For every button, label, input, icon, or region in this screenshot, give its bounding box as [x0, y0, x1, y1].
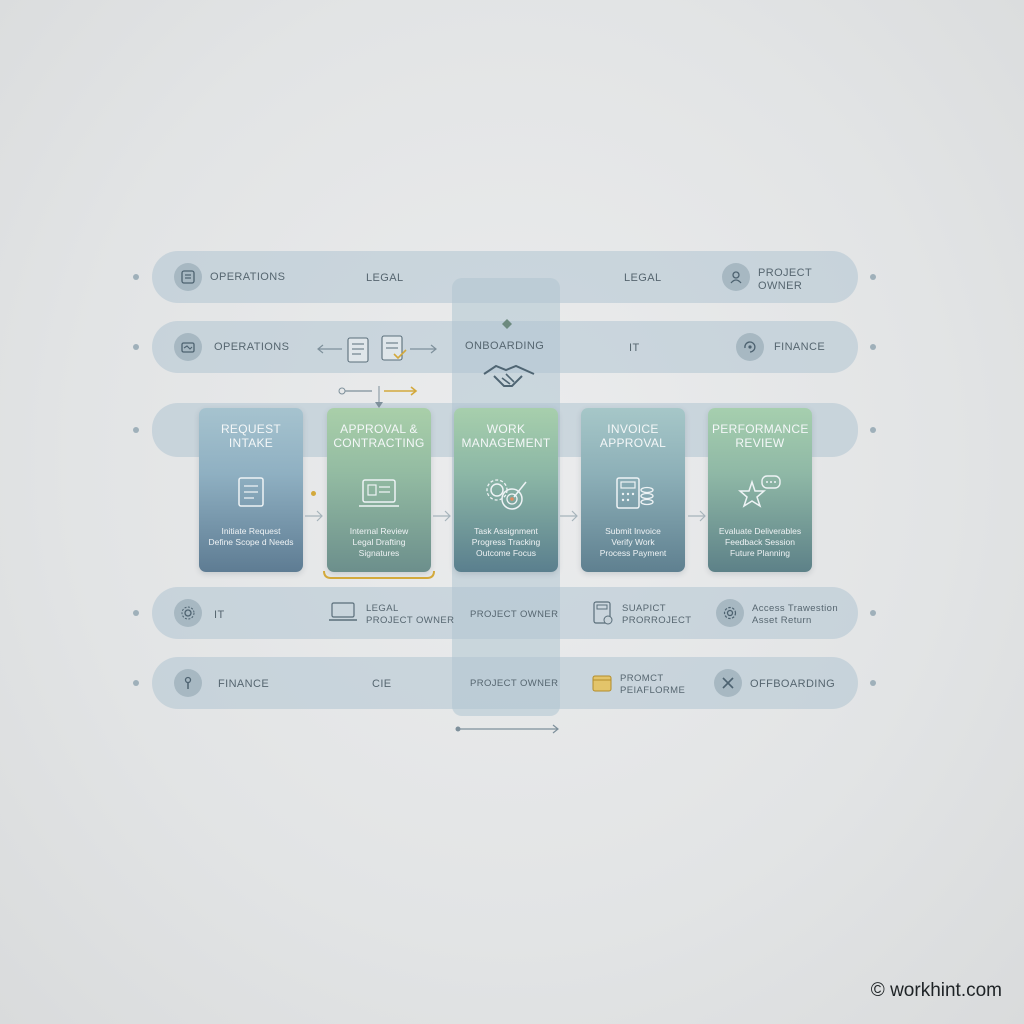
- lane-label: IT: [629, 342, 640, 354]
- lane-label: LEGAL: [624, 272, 662, 284]
- card-line: Progress Tracking: [471, 537, 541, 547]
- lane-label: PROJECT OWNER: [470, 609, 559, 620]
- card-line: Signatures: [358, 548, 400, 558]
- stage-card-performance-review[interactable]: PERFORMANCE REVIEW Evaluate Deliverables…: [708, 408, 812, 572]
- lane-dot: [133, 680, 139, 686]
- gold-bracket: [322, 568, 436, 586]
- stage-card-request-intake[interactable]: REQUEST INTAKE Initiate Request Define S…: [199, 408, 303, 572]
- lane-dot: [133, 610, 139, 616]
- gear-target-icon: [480, 474, 532, 514]
- handshake-icon: [482, 360, 536, 399]
- stage-card-invoice-approval[interactable]: INVOICE APPROVAL Submit Invoice Verify W…: [581, 408, 685, 572]
- gear-icon: [174, 599, 202, 627]
- lane-label: IT: [214, 609, 225, 621]
- lane-label: OFFBOARDING: [750, 678, 836, 690]
- lane-label: FINANCE: [218, 678, 270, 690]
- settings-icon: [716, 599, 744, 627]
- swimlane-5: FINANCE CIE PROJECT OWNER PROMCT PEIAFLO…: [152, 657, 858, 709]
- flow-arrow: [560, 508, 580, 529]
- flow-arrow: [305, 508, 325, 529]
- card-title: INVOICE APPROVAL: [599, 422, 667, 450]
- calculator-icon: [592, 600, 614, 631]
- flow-arrow: [688, 508, 708, 529]
- lane-label: LEGAL: [366, 272, 404, 284]
- lane-dot: [133, 344, 139, 350]
- card-line: Task Assignment: [474, 526, 538, 536]
- watermark: © workhint.com: [870, 980, 1002, 1001]
- lane-dot: [870, 427, 876, 433]
- person-badge-icon: [722, 263, 750, 291]
- card-line: Outcome Focus: [476, 548, 536, 558]
- lane-dot: [870, 344, 876, 350]
- card-line: Feedback Session: [725, 537, 795, 547]
- lane-label: ONBOARDING: [465, 340, 545, 352]
- lane-label: PROJECT OWNER: [470, 678, 559, 689]
- card-title: PERFORMANCE REVIEW: [712, 422, 809, 450]
- lane-label: PEIAFLORME: [620, 685, 686, 696]
- bottom-flow-arrow: [454, 722, 564, 740]
- card-line: Process Payment: [599, 548, 667, 558]
- lane-label: CIE: [372, 678, 392, 690]
- lane-dot: [133, 274, 139, 280]
- swimlane-2: OPERATIONS ONBOARDING IT FINANCE: [152, 321, 858, 373]
- laptop-contract-icon: [353, 474, 405, 514]
- card-line: Evaluate Deliverables: [718, 526, 802, 536]
- folder-icon: [174, 333, 202, 361]
- lane-label: FINANCE: [774, 341, 826, 353]
- stage-card-approval-contracting[interactable]: APPROVAL & CONTRACTING Internal Review L…: [327, 408, 431, 572]
- lane-dot: [133, 427, 139, 433]
- card-title: APPROVAL & CONTRACTING: [333, 422, 425, 450]
- card-title: WORK MANAGEMENT: [461, 422, 551, 450]
- gold-dot: [311, 491, 316, 496]
- tools-icon: [714, 669, 742, 697]
- finance-person-icon: [174, 669, 202, 697]
- documents-flow-icon: [316, 334, 440, 369]
- lane-label: LEGAL: [366, 603, 399, 614]
- star-chat-icon: [734, 474, 786, 514]
- cycle-icon: [736, 333, 764, 361]
- lane-label: PROMCT: [620, 673, 664, 684]
- card-line: Verify Work: [611, 537, 655, 547]
- lane-label: SUAPICT: [622, 603, 666, 614]
- grid-icon: [174, 263, 202, 291]
- lane-dot: [870, 680, 876, 686]
- card-line: Submit Invoice: [605, 526, 661, 536]
- lane-label: Asset Return: [752, 615, 812, 626]
- card-title: REQUEST INTAKE: [220, 422, 282, 450]
- calculator-coins-icon: [607, 474, 659, 514]
- stage-card-work-management[interactable]: WORK MANAGEMENT Task Assignment Progress…: [454, 408, 558, 572]
- card-line: Legal Drafting: [352, 537, 406, 547]
- lane-label: PROJECT: [758, 267, 813, 279]
- lane-label: OPERATIONS: [214, 341, 290, 353]
- connector-arrows: [336, 384, 426, 419]
- lane-label: Access Trawestion: [752, 603, 838, 614]
- calendar-icon: [592, 673, 612, 698]
- card-line: Initiate Request: [221, 526, 281, 536]
- lane-dot: [870, 274, 876, 280]
- card-line: Define Scope d Needs: [208, 537, 294, 547]
- lane-label: PRORROJECT: [622, 615, 692, 626]
- lane-label: OWNER: [758, 280, 803, 292]
- swimlane-4: IT LEGAL PROJECT OWNER PROJECT OWNER SUA…: [152, 587, 858, 639]
- lane-label: PROJECT OWNER: [366, 615, 455, 626]
- lane-dot: [870, 610, 876, 616]
- card-line: Future Planning: [729, 548, 790, 558]
- laptop-icon: [328, 601, 358, 628]
- swimlane-1: OPERATIONS LEGAL LEGAL PROJECT OWNER: [152, 251, 858, 303]
- diamond-marker: [502, 316, 512, 334]
- lane-label: OPERATIONS: [210, 271, 286, 283]
- card-line: Internal Review: [349, 526, 409, 536]
- document-list-icon: [225, 474, 277, 514]
- flow-arrow: [433, 508, 453, 529]
